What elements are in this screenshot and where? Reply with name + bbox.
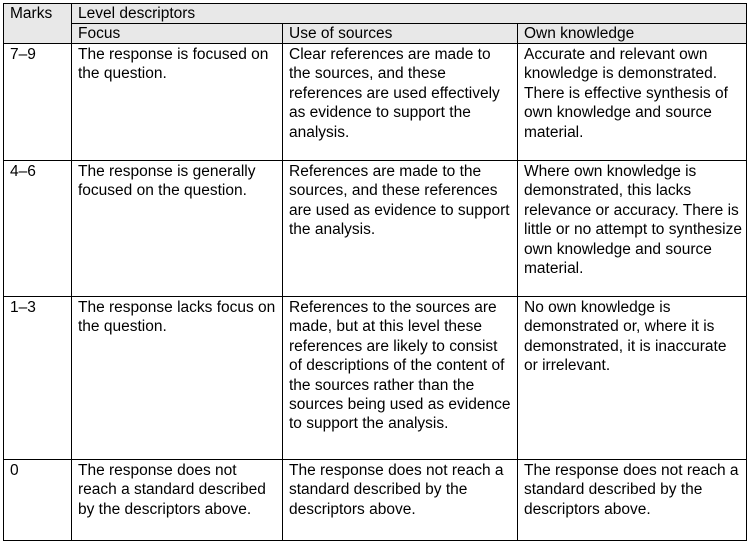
column-header-focus: Focus <box>71 23 283 44</box>
marks-cell: 7–9 <box>3 43 72 161</box>
table-row: 1–3 The response lacks focus on the ques… <box>3 296 748 460</box>
knowledge-cell: Accurate and relevant own knowledge is d… <box>516 43 748 161</box>
header-row-columns: Focus Use of sources Own knowledge <box>4 23 748 44</box>
focus-cell: The response is focused on the question. <box>71 43 283 161</box>
sources-cell: Clear references are made to the sources… <box>282 43 518 161</box>
focus-cell: The response lacks focus on the question… <box>71 296 283 460</box>
marks-cell: 4–6 <box>3 160 72 297</box>
sources-cell: References to the sources are made, but … <box>282 296 518 460</box>
level-descriptors-header: Level descriptors <box>70 3 748 24</box>
column-header-use-of-sources: Use of sources <box>282 23 518 44</box>
knowledge-cell: No own knowledge is demonstrated or, whe… <box>516 296 748 460</box>
header-row-top: Marks Level descriptors <box>3 3 748 44</box>
marks-header: Marks <box>3 3 72 44</box>
knowledge-cell: Where own knowledge is demonstrated, thi… <box>516 160 748 297</box>
column-header-own-knowledge: Own knowledge <box>516 23 748 44</box>
sources-cell: The response does not reach a standard d… <box>282 459 518 541</box>
table-row: 7–9 The response is focused on the quest… <box>3 43 748 161</box>
knowledge-cell: The response does not reach a standard d… <box>516 459 748 541</box>
focus-cell: The response does not reach a standard d… <box>71 459 283 541</box>
sources-cell: References are made to the sources, and … <box>282 160 518 297</box>
marks-cell: 0 <box>3 459 72 541</box>
focus-cell: The response is generally focused on the… <box>71 160 283 297</box>
table-row: 4–6 The response is generally focused on… <box>3 160 748 297</box>
table-row: 0 The response does not reach a standard… <box>3 459 748 541</box>
markscheme-table: Marks Level descriptors Focus Use of sou… <box>3 3 748 541</box>
marks-cell: 1–3 <box>3 296 72 460</box>
